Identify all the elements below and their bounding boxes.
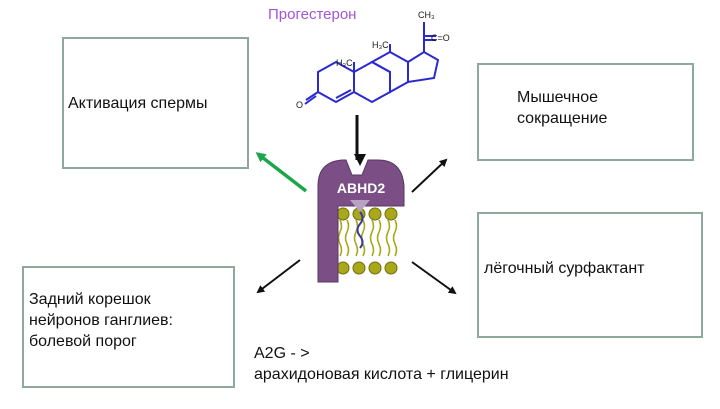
muscle-contraction-line1: Мышечное xyxy=(517,89,598,106)
molecule-ch3-label: CH₃ xyxy=(418,10,435,20)
arrow-to-dorsal-root xyxy=(256,259,301,294)
progesterone-molecule-icon xyxy=(304,22,440,105)
dorsal-root-line1: Задний корешок xyxy=(29,291,151,308)
abhd2-protein xyxy=(317,159,405,283)
arrow-to-surfactant xyxy=(411,261,457,295)
dorsal-root-line3: болевой порог xyxy=(29,333,137,350)
dorsal-root-box: Задний корешок нейронов ганглиев: болево… xyxy=(22,266,235,388)
lung-surfactant-text: лёгочный сурфактант xyxy=(484,260,645,277)
molecule-co-label: C=O xyxy=(431,33,450,43)
sperm-activation-box: Активация спермы xyxy=(62,37,249,169)
arrow-to-sperm xyxy=(255,152,308,193)
dorsal-root-line2: нейронов ганглиев: xyxy=(29,312,173,329)
muscle-contraction-line2: сокращение xyxy=(517,110,608,127)
arrow-to-muscle xyxy=(411,158,448,193)
lung-surfactant-box: лёгочный сурфактант xyxy=(477,212,703,338)
lipid-bilayer xyxy=(336,207,398,275)
abhd2-label: ABHD2 xyxy=(337,180,385,196)
molecule-h3c-label-1: H₃C xyxy=(336,58,353,68)
reaction-text: A2G - > арахидоновая кислота + глицерин xyxy=(254,343,509,385)
reaction-line2: арахидоновая кислота + глицерин xyxy=(254,366,509,383)
muscle-contraction-box: Мышечное сокращение xyxy=(477,63,694,161)
reaction-line1: A2G - > xyxy=(254,345,310,362)
molecule-h3c-label-2: H₃C xyxy=(372,40,389,50)
molecule-o-label: O xyxy=(296,100,303,110)
progesterone-label: Прогестерон xyxy=(268,6,357,23)
sperm-activation-text: Активация спермы xyxy=(68,95,208,112)
